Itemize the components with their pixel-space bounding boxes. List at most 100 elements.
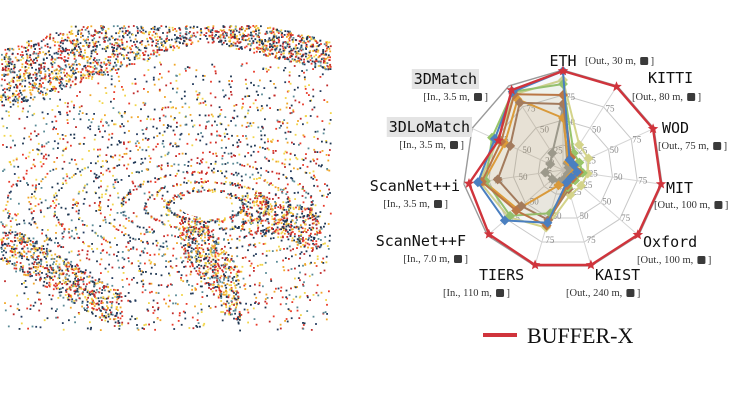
series-marker — [566, 172, 577, 183]
series-marker — [576, 180, 587, 191]
radar-axis-labels: ETH [Out., 30 m, ] KITTI [Out., 80 m, ] WOD [… — [370, 52, 729, 299]
tick-label: 50 — [566, 117, 576, 127]
axis-label-scannet-i: ScanNet++i — [370, 177, 460, 195]
axis-meta-kitti: [Out., 80 m, ] — [632, 92, 701, 103]
series-marker — [511, 205, 522, 216]
tick-label: 75 — [587, 235, 597, 245]
tick-label: 25 — [554, 146, 564, 156]
axis-label-oxford: Oxford — [643, 233, 697, 251]
sensor-icon — [687, 93, 696, 101]
axis-meta-tiers: [In., 110 m, ] — [443, 288, 510, 299]
tick-label: 50 — [610, 145, 620, 155]
axis-label-scannet-f: ScanNet++F — [376, 232, 466, 250]
axis-label-mit: MIT — [666, 179, 693, 197]
axis-meta-eth: [Out., 30 m, ] — [585, 56, 654, 67]
tick-label: 25 — [549, 180, 559, 190]
axis-label-group-oxford: Oxford [Out., 100 m, ] — [637, 233, 711, 266]
axis-meta-3dmatch: [In., 3.5 m, ] — [423, 92, 488, 103]
axis-label-group-3dlomatch: 3DLoMatch [In., 3.5 m, ] — [386, 117, 472, 151]
series-marker — [545, 159, 556, 170]
axis-label-tiers: TIERS — [479, 266, 524, 284]
series-marker — [529, 259, 541, 270]
tick-label: 75 — [605, 104, 615, 114]
series-marker — [547, 174, 558, 185]
axis-meta-scannet-f: [In., 7.0 m, ] — [403, 254, 468, 265]
series-marker — [568, 160, 579, 170]
series-marker — [506, 84, 517, 95]
series-marker — [514, 97, 525, 108]
axis-meta-kaist: [Out., 240 m, ] — [566, 288, 640, 299]
legend-label-buffer-x: BUFFER-X — [527, 323, 633, 348]
series-marker — [505, 140, 516, 151]
axis-label-group-kaist: KAIST[Out., 240 m, ] — [566, 266, 640, 299]
axis-label-highlight — [386, 117, 472, 137]
axis-label-group-scannet-i: ScanNet++i [In., 3.5 m, ] — [370, 177, 460, 210]
sensor-icon — [640, 57, 649, 65]
series-marker — [493, 135, 504, 145]
series-marker — [499, 215, 510, 226]
series-marker — [571, 167, 582, 177]
tick-label: 25 — [589, 168, 599, 178]
grid-ring-50 — [512, 119, 614, 219]
axis-meta-mit: [Out., 100 m, ] — [654, 200, 728, 211]
axis-label-eth: ETH — [549, 52, 576, 70]
series-marker — [561, 177, 572, 188]
tick-label: 25 — [587, 155, 597, 165]
sensor-icon — [714, 201, 723, 209]
axis-meta-3dlomatch: [In., 3.5 m, ] — [399, 140, 464, 151]
series-marker — [655, 178, 667, 189]
axis-label-group-3dmatch: 3DMatch [In., 3.5 m, ] — [411, 69, 488, 103]
axis-meta-oxford: [Out., 100 m, ] — [637, 255, 711, 266]
axis-label-3dlomatch: 3DLoMatch — [389, 118, 470, 136]
radar-series — [463, 65, 667, 270]
axis-label-group-tiers: TIERS [In., 110 m, ] — [443, 266, 524, 299]
tick-label: 50 — [580, 211, 590, 221]
axis-label-highlight — [411, 69, 479, 89]
axis-label-group-eth: ETH [Out., 30 m, ] — [549, 52, 654, 70]
sensor-icon — [697, 256, 706, 264]
series-marker — [583, 153, 594, 164]
series-marker — [492, 174, 503, 185]
tick-label: 75 — [638, 175, 648, 185]
sensor-icon — [496, 289, 505, 297]
tick-label: 75 — [632, 135, 642, 145]
series-marker — [647, 123, 659, 134]
sensor-icon — [474, 93, 482, 101]
series-marker — [540, 167, 551, 178]
axis-label-kitti: KITTI — [648, 69, 693, 87]
tick-label: 50 — [518, 172, 528, 182]
axis-meta-scannet-i: [In., 3.5 m, ] — [383, 199, 448, 210]
series-marker — [547, 148, 558, 159]
tick-label: 50 — [592, 125, 602, 135]
axis-label-group-wod: WOD [Out., 75 m, ] — [658, 119, 727, 152]
series-marker — [463, 178, 475, 188]
sensor-icon — [713, 142, 722, 150]
axis-label-3dmatch: 3DMatch — [414, 70, 477, 88]
tick-label: 50 — [522, 145, 532, 155]
series-marker — [574, 139, 585, 150]
axis-meta-wod: [Out., 75 m, ] — [658, 141, 727, 152]
tick-label: 75 — [621, 213, 631, 223]
tick-label: 50 — [614, 172, 624, 182]
tick-label: 75 — [545, 235, 555, 245]
sensor-icon — [626, 289, 635, 297]
series-marker — [611, 81, 622, 92]
tick-label: 25 — [572, 187, 582, 197]
tick-label: 75 — [511, 213, 521, 223]
sensor-icon — [454, 255, 462, 263]
series-marker — [483, 228, 495, 239]
axis-label-group-kitti: KITTI [Out., 80 m, ] — [632, 69, 701, 103]
tick-label: 50 — [540, 125, 550, 135]
tick-label: 50 — [602, 196, 612, 206]
lidar-point-cloud — [0, 25, 332, 332]
series-marker — [557, 65, 569, 76]
tick-label: 75 — [527, 104, 537, 114]
tick-label: 50 — [530, 196, 540, 206]
axis-label-wod: WOD — [662, 119, 689, 137]
tick-label: 25 — [583, 180, 593, 190]
tick-label: 50 — [552, 211, 562, 221]
tick-label: 75 — [566, 92, 576, 102]
series-marker — [632, 229, 644, 240]
